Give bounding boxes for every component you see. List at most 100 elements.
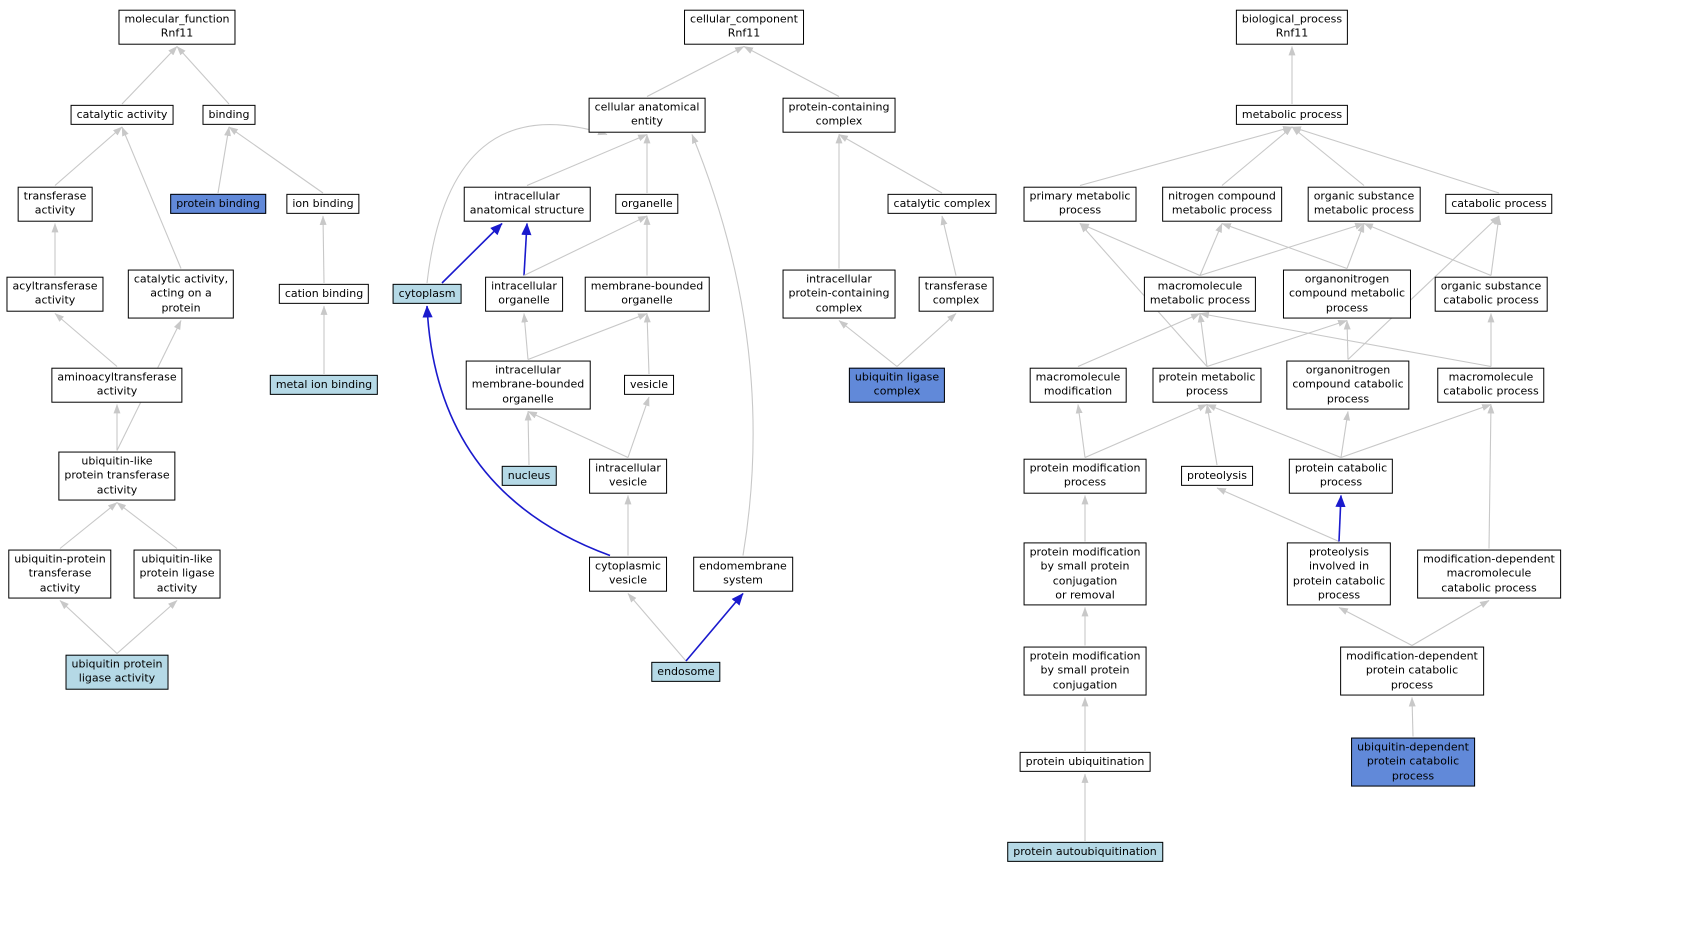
- go-term-node-ca[interactable]: catalytic activity: [70, 104, 174, 126]
- edge-cytoplasm-to-cae: [426, 124, 608, 284]
- go-term-node-cation[interactable]: cation binding: [278, 283, 370, 305]
- edge-intves-to-imbo: [527, 411, 629, 458]
- go-term-node-macrocat[interactable]: macromolecule catabolic process: [1437, 367, 1545, 403]
- go-term-node-tcplx[interactable]: transferase complex: [918, 276, 994, 312]
- edge-protcat-to-macrocat: [1340, 403, 1492, 459]
- go-term-node-ionbind[interactable]: ion binding: [286, 193, 360, 215]
- edge-orgnmp-to-nitrogen: [1221, 222, 1348, 270]
- edge-cation-to-ionbind: [319, 215, 327, 284]
- go-term-node-protbind[interactable]: protein binding: [170, 193, 266, 215]
- edge-ubpt-to-ublt: [59, 502, 118, 549]
- edge-orgcat-to-catabolic: [1490, 215, 1502, 276]
- go-term-node-orgnmp[interactable]: organonitrogen compound metabolic proces…: [1282, 269, 1412, 319]
- go-term-node-autoubiq[interactable]: protein autoubiquitination: [1007, 841, 1163, 863]
- go-term-node-upla[interactable]: ubiquitin protein ligase activity: [65, 654, 169, 690]
- go-term-node-intves[interactable]: intracellular vesicle: [589, 458, 667, 494]
- edge-catcplx-to-pcc: [838, 134, 943, 194]
- go-term-node-ubdepcat[interactable]: ubiquitin-dependent protein catabolic pr…: [1351, 737, 1475, 787]
- go-term-node-organicmp[interactable]: organic substance metabolic process: [1307, 186, 1421, 222]
- go-term-node-intorg[interactable]: intracellular organelle: [485, 276, 563, 312]
- go-term-node-orgncat[interactable]: organonitrogen compound catabolic proces…: [1286, 360, 1410, 410]
- edge-ca-to-mfroot: [121, 46, 178, 105]
- go-term-node-prolpcp[interactable]: proteolysis involved in protein cataboli…: [1286, 542, 1392, 606]
- edge-ublc-to-ipcc: [838, 320, 898, 367]
- go-term-node-nitrogen[interactable]: nitrogen compound metabolic process: [1162, 186, 1282, 222]
- go-term-node-ubpt[interactable]: ubiquitin-protein transferase activity: [8, 549, 112, 599]
- edge-prolpcp-to-proteolysis: [1216, 487, 1340, 543]
- edge-catabolic-to-metab: [1291, 126, 1500, 194]
- edge-upla-to-ubpt: [59, 600, 118, 654]
- go-term-node-nucleus[interactable]: nucleus: [501, 465, 557, 487]
- go-term-node-macromod[interactable]: macromolecule modification: [1029, 367, 1127, 403]
- go-term-node-metal[interactable]: metal ion binding: [269, 374, 379, 396]
- edge-endosome-to-cytves: [627, 593, 687, 662]
- go-term-node-bproot[interactable]: biological_process Rnf11: [1235, 9, 1349, 45]
- go-term-node-proteolysis[interactable]: proteolysis: [1181, 465, 1253, 487]
- go-term-node-catcplx[interactable]: catalytic complex: [887, 193, 997, 215]
- go-term-node-transferase[interactable]: transferase activity: [17, 186, 93, 222]
- go-term-node-cae[interactable]: cellular anatomical entity: [588, 97, 706, 133]
- edge-cytves-to-cytoplasm: [422, 305, 611, 557]
- edge-ubdepcat-to-moddepprot: [1408, 697, 1416, 737]
- edge-endomem-to-cae: [691, 134, 754, 556]
- go-term-node-ccroot[interactable]: cellular_component Rnf11: [684, 9, 804, 45]
- go-term-node-ubll[interactable]: ubiquitin-like protein ligase activity: [133, 549, 221, 599]
- go-term-node-orgcat[interactable]: organic substance catabolic process: [1434, 276, 1548, 312]
- go-term-node-ipcc[interactable]: intracellular protein-containing complex: [782, 269, 896, 319]
- go-term-node-ias[interactable]: intracellular anatomical structure: [463, 186, 591, 222]
- go-term-node-metab[interactable]: metabolic process: [1235, 104, 1349, 126]
- go-term-node-ublc[interactable]: ubiquitin ligase complex: [848, 367, 946, 403]
- edge-orgncat-to-catabolic: [1347, 215, 1500, 360]
- go-term-node-moddepprot[interactable]: modification-dependent protein catabolic…: [1340, 646, 1484, 696]
- go-term-node-macromp[interactable]: macromolecule metabolic process: [1143, 276, 1257, 312]
- edge-cae-to-ccroot: [646, 46, 745, 97]
- go-term-node-cytoplasm[interactable]: cytoplasm: [392, 283, 462, 305]
- go-term-node-endosome[interactable]: endosome: [651, 661, 721, 683]
- go-term-node-cytves[interactable]: cytoplasmic vesicle: [589, 556, 667, 592]
- go-term-node-pmconjrem[interactable]: protein modification by small protein co…: [1023, 542, 1147, 606]
- go-term-node-protcat[interactable]: protein catabolic process: [1288, 458, 1394, 494]
- go-term-node-imbo[interactable]: intracellular membrane-bounded organelle: [465, 360, 591, 410]
- edge-protmod-to-macromod: [1075, 404, 1086, 458]
- edge-catprot-to-ca: [121, 126, 182, 269]
- go-term-node-ublt[interactable]: ubiquitin-like protein transferase activ…: [58, 451, 176, 501]
- edge-transferase-to-ca: [54, 126, 123, 186]
- edge-macrocat-to-macromp: [1199, 311, 1492, 368]
- go-term-node-protmod[interactable]: protein modification process: [1023, 458, 1147, 494]
- go-term-node-primary[interactable]: primary metabolic process: [1023, 186, 1137, 222]
- go-term-node-organelle[interactable]: organelle: [615, 193, 679, 215]
- edge-ubll-to-ublt: [116, 502, 178, 549]
- go-term-node-binding[interactable]: binding: [202, 104, 256, 126]
- edge-orgnmp-to-organicmp: [1346, 223, 1365, 269]
- edge-nitrogen-to-metab: [1221, 126, 1293, 186]
- edge-pcc-to-ccroot: [743, 46, 840, 97]
- edge-moddepprot-to-moddepmac: [1411, 600, 1490, 646]
- edge-moddepprot-to-prolpcp: [1338, 607, 1413, 646]
- go-term-node-moddepmac[interactable]: modification-dependent macromolecule cat…: [1417, 549, 1561, 599]
- go-term-node-mborg[interactable]: membrane-bounded organelle: [584, 276, 710, 312]
- go-term-node-endomem[interactable]: endomembrane system: [693, 556, 793, 592]
- go-term-node-amino[interactable]: aminoacyltransferase activity: [51, 367, 183, 403]
- go-term-node-pcc[interactable]: protein-containing complex: [782, 97, 896, 133]
- edge-binding-to-mfroot: [176, 46, 230, 105]
- go-term-node-vesicle[interactable]: vesicle: [624, 374, 674, 396]
- edge-macromp-to-nitrogen: [1199, 223, 1223, 276]
- edge-protmp-to-orgnmp: [1206, 319, 1348, 368]
- go-term-node-catabolic[interactable]: catabolic process: [1445, 193, 1553, 215]
- edge-amino-to-acyl: [54, 313, 118, 367]
- edge-moddepmac-to-macrocat: [1487, 404, 1495, 549]
- go-term-node-protmp[interactable]: protein metabolic process: [1152, 367, 1262, 403]
- edge-protmp-to-macromp: [1197, 313, 1208, 367]
- edge-primary-to-metab: [1079, 126, 1293, 187]
- edge-proteolysis-to-protmp: [1205, 404, 1218, 466]
- edge-organicmp-to-metab: [1291, 126, 1365, 186]
- go-term-node-mfroot[interactable]: molecular_function Rnf11: [118, 9, 236, 45]
- edge-intorg-to-organelle: [523, 215, 648, 276]
- go-term-node-pmconj[interactable]: protein modification by small protein co…: [1023, 646, 1147, 696]
- go-term-node-acyl[interactable]: acyltransferase activity: [6, 276, 104, 312]
- go-term-node-catprot[interactable]: catalytic activity, acting on a protein: [127, 269, 235, 319]
- go-term-node-protub[interactable]: protein ubiquitination: [1019, 751, 1151, 773]
- edge-tcplx-to-catcplx: [940, 215, 957, 276]
